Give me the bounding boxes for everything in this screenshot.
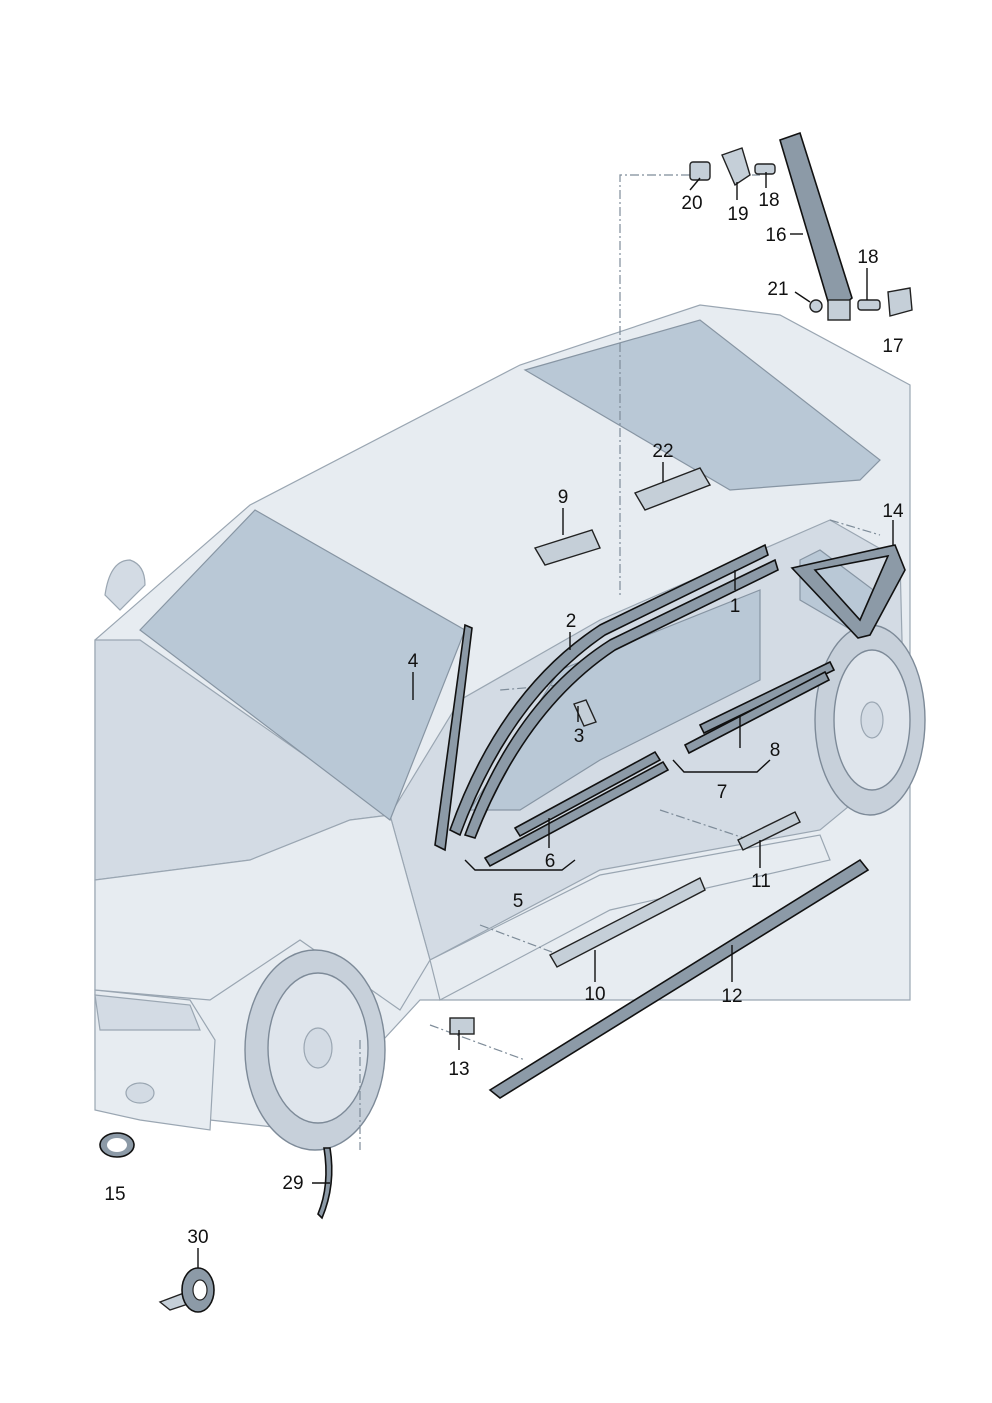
callout-20: 20 bbox=[681, 193, 702, 214]
part-a-pillar-strip-4 bbox=[434, 623, 473, 852]
callout-labels: 1 2 3 4 5 6 7 8 9 10 11 12 13 14 15 16 1… bbox=[104, 190, 904, 1248]
callout-2: 2 bbox=[566, 611, 577, 632]
callout-12: 12 bbox=[721, 986, 742, 1007]
callout-18-top: 18 bbox=[758, 190, 779, 211]
front-wheel bbox=[244, 949, 386, 1151]
callout-29: 29 bbox=[282, 1173, 303, 1194]
part-b-pillar-trim bbox=[779, 131, 853, 317]
rear-wheel bbox=[814, 624, 926, 816]
callout-10: 10 bbox=[584, 984, 605, 1005]
part-clip-20 bbox=[689, 161, 711, 181]
part-pillar-bracket bbox=[827, 299, 851, 321]
part-belt-strip-8 bbox=[698, 660, 836, 735]
callout-4: 4 bbox=[408, 651, 419, 672]
fog-light bbox=[125, 1082, 155, 1104]
part-side-sill-12 bbox=[488, 858, 870, 1099]
callout-15: 15 bbox=[104, 1184, 125, 1205]
side-mirror bbox=[104, 559, 146, 611]
callout-3: 3 bbox=[574, 726, 585, 747]
callout-13: 13 bbox=[448, 1059, 469, 1080]
callout-30: 30 bbox=[187, 1227, 208, 1248]
part-screw-18-top bbox=[754, 163, 776, 175]
part-clip-21 bbox=[809, 299, 823, 313]
part-clip-3 bbox=[573, 699, 597, 727]
callout-5: 5 bbox=[513, 891, 524, 912]
part-sill-trim-10 bbox=[549, 877, 706, 968]
part-roof-clip-22 bbox=[633, 467, 712, 511]
part-door-frame-seal-2 bbox=[449, 543, 769, 837]
callout-19: 19 bbox=[727, 204, 748, 225]
callout-14: 14 bbox=[882, 501, 904, 522]
part-tape-roll-30 bbox=[158, 1267, 215, 1313]
part-screw-18-lower bbox=[857, 299, 881, 311]
part-roof-clip-9 bbox=[533, 529, 601, 566]
part-belt-strip-5 bbox=[483, 760, 670, 868]
leader-lines bbox=[197, 172, 894, 1268]
callout-7: 7 bbox=[717, 782, 728, 803]
callout-22: 22 bbox=[652, 441, 673, 462]
part-clip-13 bbox=[449, 1017, 475, 1035]
callout-18-lower: 18 bbox=[857, 247, 878, 268]
car-sill bbox=[429, 834, 831, 1001]
part-arch-strip-29 bbox=[317, 1147, 333, 1220]
headlight bbox=[94, 994, 201, 1031]
part-fog-ring-hole bbox=[107, 1138, 127, 1152]
callout-8: 8 bbox=[770, 740, 781, 761]
part-door-frame-seal-1 bbox=[463, 558, 779, 839]
part-clip-17 bbox=[887, 287, 913, 317]
callout-6: 6 bbox=[545, 851, 556, 872]
part-bracket-19 bbox=[721, 147, 751, 187]
callout-21: 21 bbox=[767, 279, 788, 300]
part-quarter-window-trim-14 bbox=[790, 544, 906, 639]
part-belt-strip-7 bbox=[683, 670, 831, 755]
callout-16: 16 bbox=[765, 225, 786, 246]
callout-9: 9 bbox=[558, 487, 569, 508]
callout-1: 1 bbox=[730, 596, 741, 617]
callout-11: 11 bbox=[751, 871, 771, 892]
callout-17: 17 bbox=[882, 336, 903, 357]
part-sill-trim-11 bbox=[737, 811, 801, 851]
part-belt-strip-6 bbox=[513, 750, 662, 838]
